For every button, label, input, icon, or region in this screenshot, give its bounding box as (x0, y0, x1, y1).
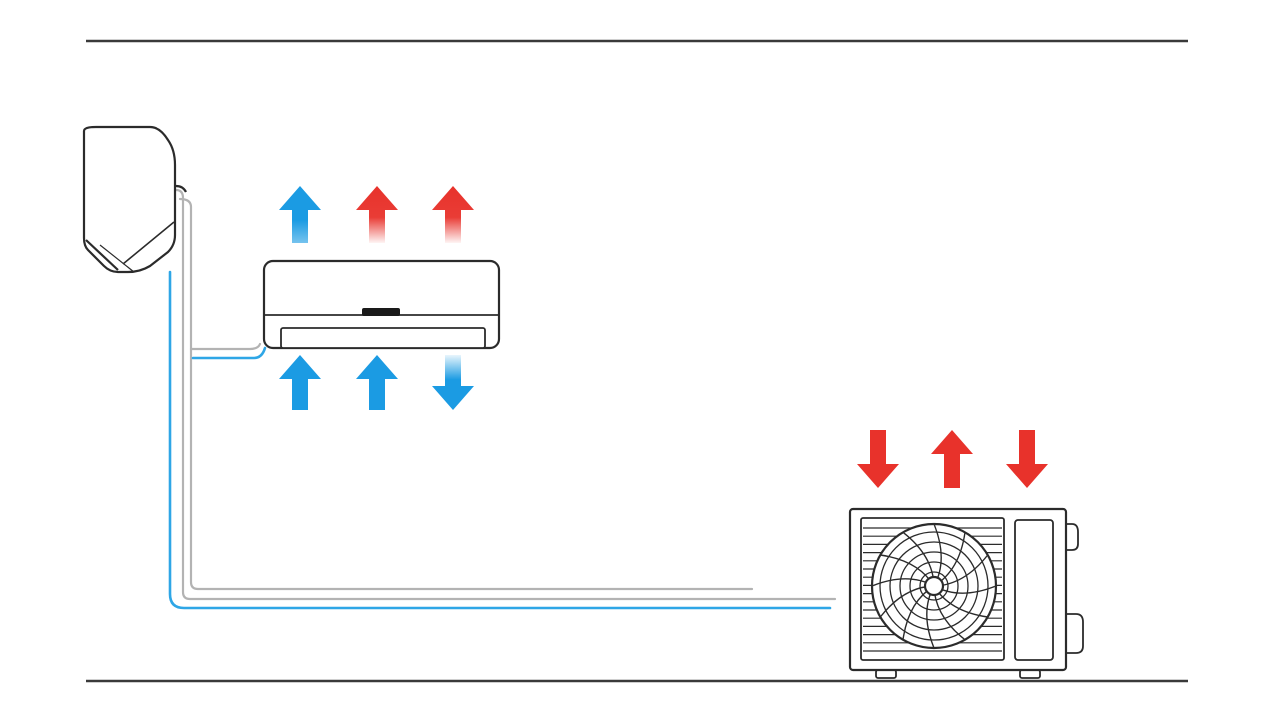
fan-ring (919, 571, 949, 601)
outdoor-unit-foot-left (875, 669, 897, 679)
indoor-unit-side-view-icon (82, 125, 187, 274)
arrow-up-icon (931, 430, 973, 488)
gray-pipe-outer (174, 188, 837, 601)
indoor-unit-front-view-icon (262, 259, 501, 350)
arrow-up-icon (356, 186, 398, 243)
outdoor-arrows (857, 430, 1048, 488)
indoor-unit-vent (280, 327, 486, 349)
blue-drain-pipe (168, 270, 832, 610)
indoor-arrows-above (279, 186, 474, 243)
refrigerant-piping (168, 188, 837, 610)
outdoor-unit-side-panel (1014, 519, 1054, 661)
outdoor-unit-foot-right (1019, 669, 1041, 679)
indoor-unit-display (362, 308, 400, 316)
outdoor-condenser-unit-icon (848, 507, 1084, 679)
outdoor-unit-valve-top (1066, 523, 1079, 551)
fan-hub (923, 575, 945, 597)
arrow-down-icon (432, 355, 474, 410)
fan-ring (899, 551, 969, 621)
fan-ring (909, 561, 959, 611)
fan-icon (870, 522, 998, 650)
outdoor-unit-valve-bottom (1066, 613, 1084, 654)
indoor-arrows-below (279, 355, 474, 410)
arrow-up-icon (432, 186, 474, 243)
arrow-down-icon (1006, 430, 1048, 488)
blue-branch-pipe (191, 346, 267, 360)
arrow-down-icon (857, 430, 899, 488)
fan-guard-rings (879, 531, 989, 641)
gray-branch-pipe (189, 342, 262, 351)
fan-ring (879, 531, 989, 641)
gray-pipe-inner (178, 197, 754, 591)
arrow-up-icon (279, 186, 321, 243)
fan-ring (889, 541, 979, 631)
arrow-up-icon (279, 355, 321, 410)
arrow-up-icon (356, 355, 398, 410)
